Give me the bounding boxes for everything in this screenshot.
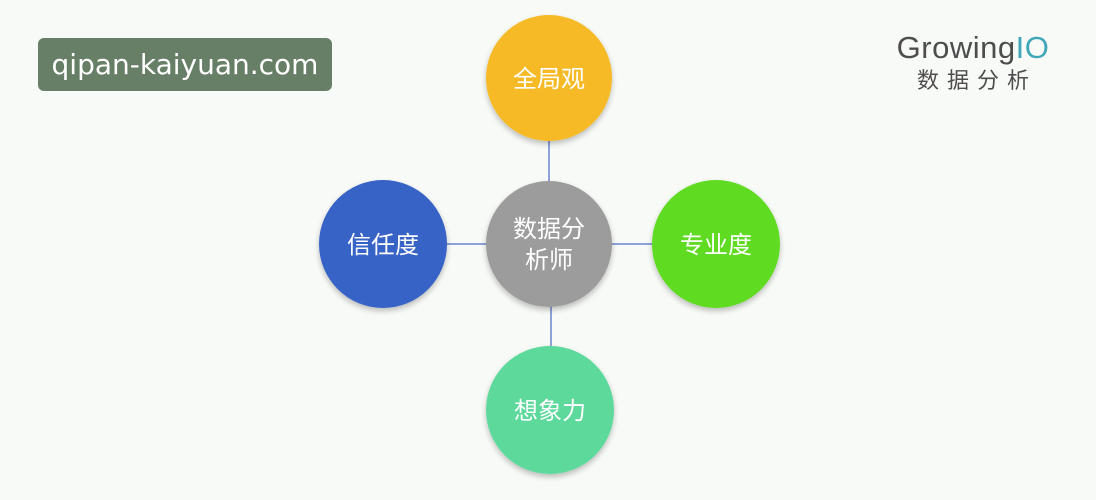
node-right-circle — [652, 180, 780, 308]
node-center-label-line2: 析师 — [525, 246, 573, 274]
watermark-banner: qipan-kaiyuan.com — [38, 38, 332, 91]
node-top-circle — [486, 15, 612, 141]
brand-name-accent: IO — [1015, 30, 1050, 65]
brand-logo: GrowingIO 数据分析 — [884, 30, 1062, 98]
brand-name-main: Growing — [896, 30, 1016, 65]
node-center-label-line1: 数据分 — [513, 215, 585, 243]
brand-name: GrowingIO — [884, 30, 1062, 66]
node-top-label: 全局观 — [513, 65, 585, 93]
node-left-circle — [319, 180, 447, 308]
node-left-label: 信任度 — [347, 231, 419, 259]
brand-subtitle: 数据分析 — [916, 69, 1037, 94]
node-right-label: 专业度 — [680, 231, 752, 259]
watermark-text: qipan-kaiyuan.com — [51, 48, 319, 81]
node-center-circle — [486, 181, 612, 307]
node-bottom-circle — [486, 346, 614, 474]
node-bottom-label: 想象力 — [514, 397, 586, 425]
